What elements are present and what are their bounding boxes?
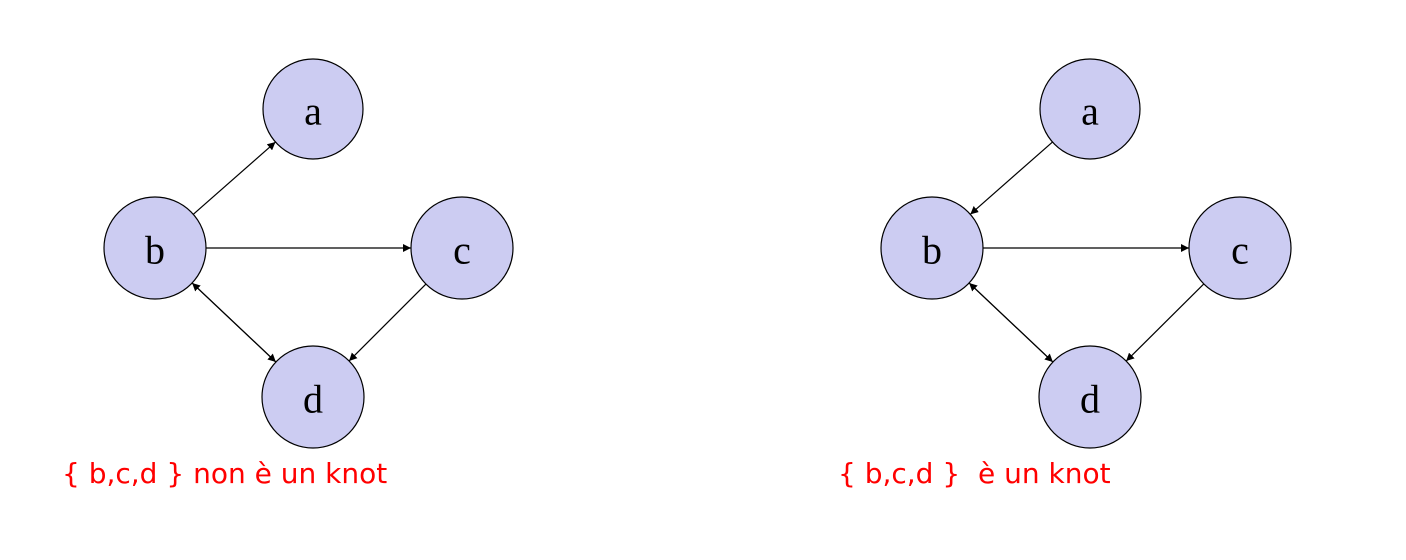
node-b-label: b (922, 228, 942, 273)
graph-1: a b c d { b,c,d } non è un knot (62, 58, 514, 490)
node-b-circle (880, 196, 984, 300)
graph-2-node-d: d (1038, 345, 1142, 449)
graph-1-node-b: b (103, 196, 207, 300)
node-d-label: d (1080, 377, 1100, 422)
edge-c-to-d (1125, 283, 1205, 362)
graph-1-caption: { b,c,d } non è un knot (62, 457, 387, 490)
node-d-circle (1038, 345, 1142, 449)
graph-1-edges (191, 141, 427, 363)
node-b-circle (103, 196, 207, 300)
graph-2: a b c d { b,c,d } è un knot (838, 58, 1292, 490)
node-a-circle (262, 58, 364, 160)
edge-b-to-a (192, 141, 276, 215)
node-c-circle (410, 196, 514, 300)
graph-1-node-d: d (261, 345, 365, 449)
graph-2-node-b: b (880, 196, 984, 300)
node-d-label: d (303, 377, 323, 422)
graph-2-caption: { b,c,d } è un knot (838, 457, 1111, 490)
node-a-circle (1039, 58, 1141, 160)
edge-d-to-b (191, 282, 277, 363)
node-c-label: c (453, 228, 471, 273)
graph-2-edges (968, 141, 1205, 363)
graph-2-node-a: a (1039, 58, 1141, 160)
edge-c-to-d (348, 283, 427, 362)
node-b-label: b (145, 228, 165, 273)
edge-d-to-b (968, 282, 1054, 363)
node-a-label: a (304, 89, 322, 134)
node-a-label: a (1081, 89, 1099, 134)
node-d-circle (261, 345, 365, 449)
graph-1-node-c: c (410, 196, 514, 300)
node-c-circle (1188, 196, 1292, 300)
edge-a-to-b (969, 141, 1053, 215)
node-c-label: c (1231, 228, 1249, 273)
graph-2-node-c: c (1188, 196, 1292, 300)
graph-1-node-a: a (262, 58, 364, 160)
